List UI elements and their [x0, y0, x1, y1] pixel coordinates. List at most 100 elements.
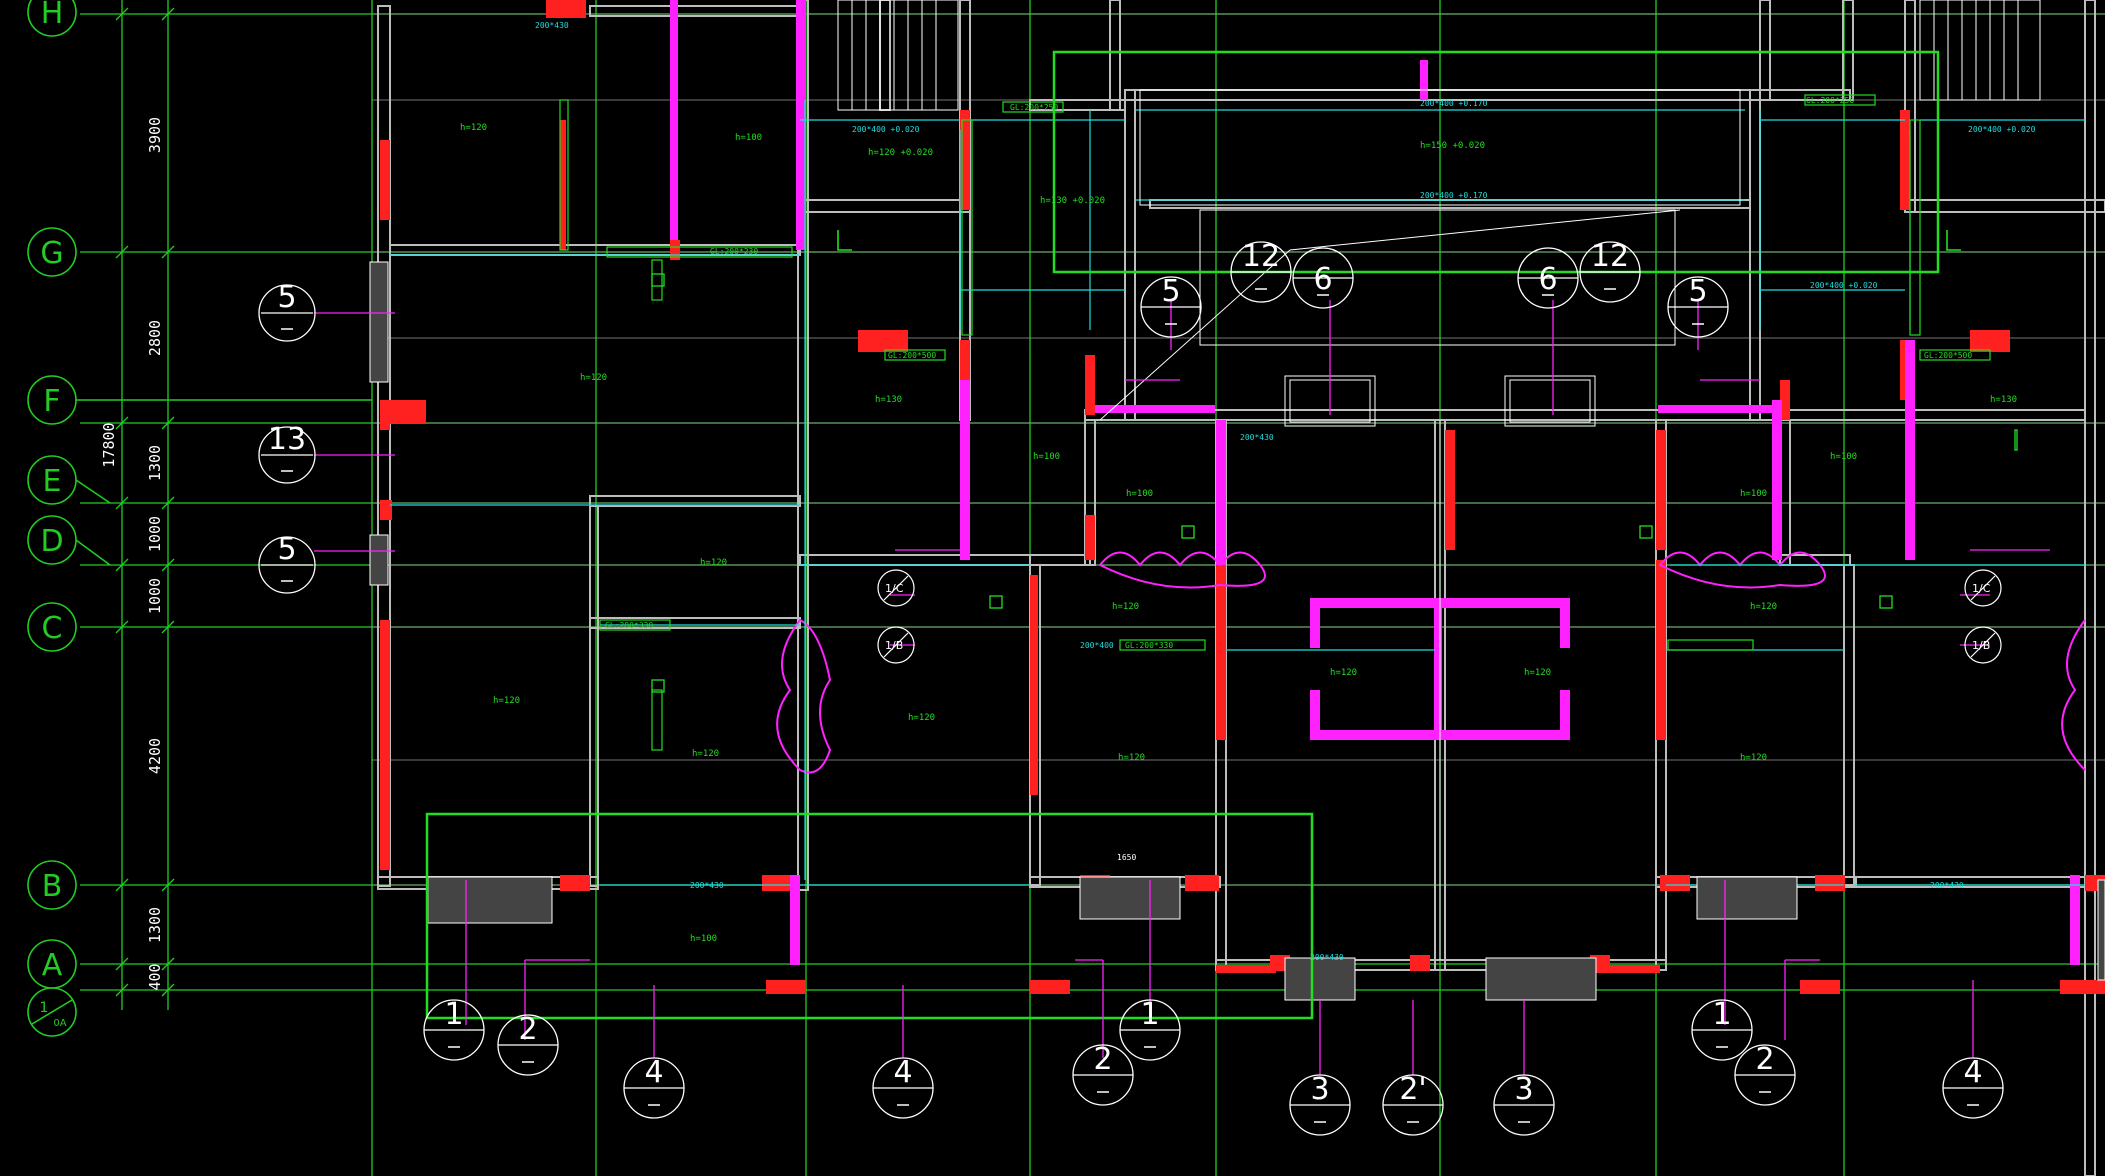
room-h120-k: h=120 — [1112, 602, 1139, 612]
section-4-c: 4 — [1963, 1055, 1982, 1090]
room-h120-d: h=120 — [493, 696, 520, 706]
axis-G: G — [40, 236, 63, 271]
marker-1c-right: 1/C — [1972, 582, 1991, 595]
dim-1300b: 1300 — [146, 907, 164, 943]
sub-axis-labels: 1/C 1/B 1/C 1/B — [885, 582, 1991, 652]
beam-b1: 200*430 — [535, 21, 569, 30]
section-12-b: 12 — [1591, 239, 1629, 274]
room-labels: h=120 h=100 h=120 h=130 h=120 h=120 h=12… — [460, 123, 2017, 944]
beam-b16: 200*430 — [690, 881, 724, 890]
beam-b14: 200*400 — [1080, 641, 1114, 650]
dimension-ticks — [115, 7, 175, 997]
stairs-and-openings — [837, 0, 2041, 960]
dim-3900: 3900 — [146, 117, 164, 153]
section-3-a: 3 — [1310, 1072, 1329, 1107]
beam-b17: 200*430 — [1310, 953, 1344, 962]
section-5-d: 5 — [1688, 274, 1707, 309]
axis-C: C — [42, 611, 63, 646]
section-12-a: 12 — [1242, 239, 1280, 274]
beam-b18: 200*430 — [1930, 881, 1964, 890]
section-1-a: 1 — [444, 997, 463, 1032]
beam-b3: 200*400 +0.020 — [852, 125, 920, 134]
room-h100-f: h=100 — [1740, 489, 1767, 499]
section-5-a: 5 — [277, 280, 296, 315]
section-6-b: 6 — [1538, 262, 1557, 297]
room-h120-e: h=120 — [692, 749, 719, 759]
dim-400: 400 — [146, 963, 164, 990]
axis-sub-0A: 0A — [53, 1018, 66, 1029]
dim-1000b: 1000 — [146, 578, 164, 614]
section-1-b: 1 — [1140, 997, 1159, 1032]
axis-H: H — [41, 0, 64, 31]
beam-lines — [390, 100, 2085, 886]
beam-labels: 200*430 GL:200*230 200*400 +0.020 GL:200… — [535, 21, 2036, 962]
dim-2800: 2800 — [146, 320, 164, 356]
section-2-b: 2 — [1093, 1042, 1112, 1077]
room-h120-b: h=120 — [580, 373, 607, 383]
section-mark-numbers: 5 13 5 5 12 6 6 12 5 1 2 4 4 2 1 3 2' 3 … — [268, 239, 1983, 1107]
room-h130-c: h=130 — [1990, 395, 2017, 405]
axis-A: A — [42, 948, 63, 983]
room-h100-b: h=100 — [690, 934, 717, 944]
room-h120-i: h=120 — [1524, 668, 1551, 678]
marker-1c-left: 1/C — [885, 582, 904, 595]
marker-1b-right: 1/B — [1972, 639, 1990, 652]
beam-b9: 200*400 +0.020 — [1810, 281, 1878, 290]
beam-b8: 200*400 +0.020 — [1968, 125, 2036, 134]
section-mark-dashes — [281, 288, 1979, 1123]
green-slash-marks — [837, 230, 1961, 251]
dim-4200: 4200 — [146, 738, 164, 774]
room-h120-m: h=120 — [1750, 602, 1777, 612]
section-13: 13 — [268, 422, 306, 457]
beam-b13: GL:200*330 — [605, 621, 653, 630]
room-h150: h=150 +0.020 — [1420, 141, 1485, 151]
room-h130-b: h=130 +0.020 — [1040, 196, 1105, 206]
sub-axis-markers — [877, 569, 2002, 664]
dimension-texts: 3900 2800 1300 1000 1000 4200 1300 400 1… — [100, 117, 164, 991]
beam-b10: GL:200*500 — [888, 351, 936, 360]
section-2-c: 2 — [1755, 1042, 1774, 1077]
section-mark-circles — [258, 241, 2004, 1136]
axis-F: F — [43, 384, 60, 419]
room-h120-a: h=120 — [460, 123, 487, 133]
room-h120-l: h=120 — [1740, 753, 1767, 763]
beam-b15: GL:200*330 — [1125, 641, 1173, 650]
leader-lines — [314, 300, 2050, 1075]
section-6-a: 6 — [1313, 262, 1332, 297]
section-1-c: 1 — [1712, 997, 1731, 1032]
beam-b6: 200*400 +0.170 — [1420, 191, 1488, 200]
dim-1000a: 1000 — [146, 516, 164, 552]
room-h100-e: h=100 — [1830, 452, 1857, 462]
room-h120-f: h=120 — [908, 713, 935, 723]
section-2-a: 2 — [518, 1012, 537, 1047]
beam-b19: 1650 — [1117, 853, 1136, 862]
highlight-frames — [425, 50, 1940, 1020]
section-4-b: 4 — [893, 1055, 912, 1090]
room-h130-a: h=130 — [875, 395, 902, 405]
room-h120-j: h=120 +0.020 — [868, 148, 933, 158]
section-4-a: 4 — [644, 1055, 663, 1090]
dim-17800: 17800 — [100, 422, 118, 467]
beam-b11: GL:200*500 — [1924, 351, 1972, 360]
room-h120-g: h=120 — [1118, 753, 1145, 763]
beam-b2: GL:200*230 — [710, 247, 758, 256]
green-beam-markers — [559, 94, 1991, 751]
axis-E: E — [43, 464, 62, 499]
axis-sub-1: 1 — [40, 1000, 49, 1016]
beam-b5: 200*400 +0.170 — [1420, 99, 1488, 108]
section-5-c: 5 — [1161, 274, 1180, 309]
room-h120-c: h=120 — [700, 558, 727, 568]
beam-b12: 200*430 — [1240, 433, 1274, 442]
axis-B: B — [42, 869, 63, 904]
axis-letters: H G F E D C B A 1 0A — [40, 0, 67, 1029]
room-h100-a: h=100 — [735, 133, 762, 143]
axis-D: D — [40, 524, 63, 559]
room-h100-d: h=100 — [1126, 489, 1153, 499]
room-h120-h: h=120 — [1330, 668, 1357, 678]
equipment-symbols — [651, 273, 2018, 693]
marker-1b-left: 1/B — [885, 639, 903, 652]
section-3-b: 3 — [1514, 1072, 1533, 1107]
dim-1300a: 1300 — [146, 445, 164, 481]
section-2-prime: 2' — [1399, 1072, 1426, 1107]
